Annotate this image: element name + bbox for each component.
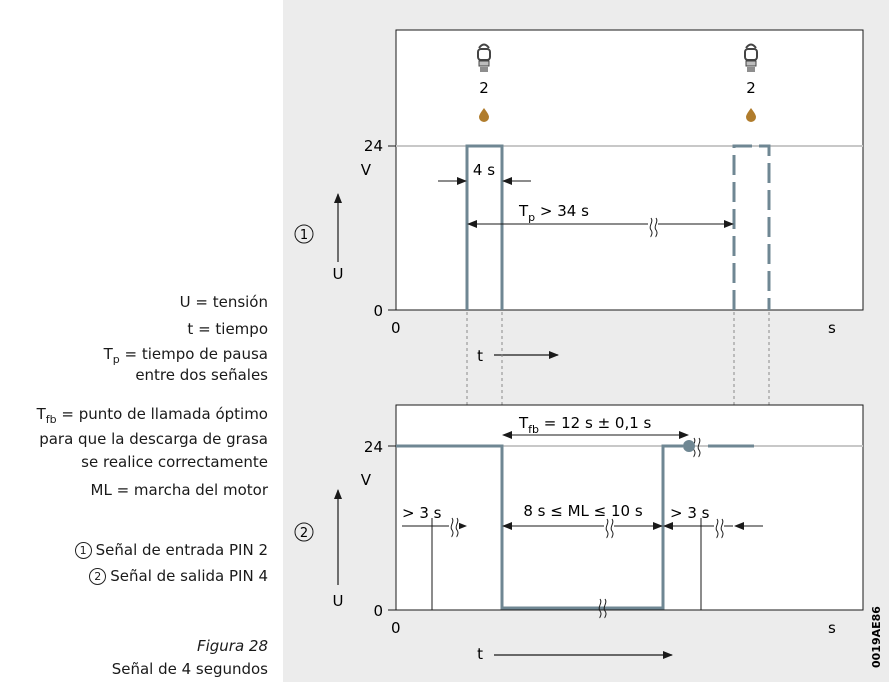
legend-tfb: Tfb = punto de llamada óptimo bbox=[36, 405, 268, 426]
icon-number-1: 2 bbox=[479, 79, 489, 97]
x-tick-0-1: 0 bbox=[391, 319, 401, 337]
plot-frame-2 bbox=[395, 404, 864, 611]
output-signal-diagram: 24 V 0 0 s U 2 t Tfb = 12 s ± 0,1 s > 3 … bbox=[294, 404, 864, 663]
y-unit-2: V bbox=[361, 471, 372, 489]
gap-right-label: > 3 s bbox=[670, 504, 710, 522]
diagram-number-circle-1 bbox=[294, 224, 314, 244]
x-tick-0-2: 0 bbox=[391, 619, 401, 637]
legend-tfb-cont2: se realice correctamente bbox=[81, 453, 268, 471]
y-tick-24-2: 24 bbox=[364, 438, 383, 456]
y-tick-0-1: 0 bbox=[373, 302, 383, 320]
pause-time-label: Tp > 34 s bbox=[518, 202, 589, 224]
x-unit-2: s bbox=[828, 619, 836, 637]
y-label-u-2: U bbox=[333, 592, 344, 610]
legend-ml: ML = marcha del motor bbox=[90, 481, 268, 499]
legend-tp: Tp = tiempo de pausa bbox=[103, 345, 268, 366]
diagram-number-1: 1 bbox=[300, 228, 308, 243]
legend-t: t = tiempo bbox=[187, 320, 268, 338]
figure-code: 0019AE86 bbox=[870, 606, 883, 668]
pulse-width-label: 4 s bbox=[473, 161, 495, 179]
icon-number-2: 2 bbox=[746, 79, 756, 97]
diagram-number-circle-2 bbox=[294, 522, 314, 542]
timing-diagram: 24 V 0 0 s U 1 t 4 s Tp > 34 s 2 2 bbox=[283, 0, 889, 682]
motor-run-label: 8 s ≤ ML ≤ 10 s bbox=[523, 502, 642, 520]
x-label-t-1: t bbox=[477, 347, 483, 365]
diagram-number-2: 2 bbox=[300, 526, 308, 541]
call-time-label: Tfb = 12 s ± 0,1 s bbox=[518, 414, 652, 436]
x-label-t-2: t bbox=[477, 645, 483, 663]
legend-tfb-cont1: para que la descarga de grasa bbox=[39, 430, 268, 448]
y-unit-1: V bbox=[361, 161, 372, 179]
input-pulse-1 bbox=[465, 144, 504, 310]
x-unit-1: s bbox=[828, 319, 836, 337]
legend-circle-2: 2 bbox=[89, 568, 107, 585]
y-label-u-1: U bbox=[333, 265, 344, 283]
legend-tp-cont: entre dos señales bbox=[135, 366, 268, 384]
input-signal-diagram: 24 V 0 0 s U 1 t 4 s Tp > 34 s 2 2 bbox=[294, 29, 864, 365]
figure-number: Figura 28 bbox=[196, 637, 268, 655]
y-tick-24-1: 24 bbox=[364, 137, 383, 155]
legend-circle-1: 1 bbox=[74, 542, 92, 559]
legend: U = tensión t = tiempo Tp = tiempo de pa… bbox=[0, 0, 268, 682]
figure-caption: Señal de 4 segundos bbox=[111, 660, 268, 678]
legend-u: U = tensión bbox=[179, 293, 268, 311]
plot-frame-1 bbox=[395, 29, 864, 311]
gap-left-label: > 3 s bbox=[402, 504, 442, 522]
input-pulse-2-dashed bbox=[732, 144, 771, 310]
output-signal-trace bbox=[396, 444, 683, 610]
call-point-dot bbox=[683, 440, 695, 452]
y-tick-0-2: 0 bbox=[373, 602, 383, 620]
